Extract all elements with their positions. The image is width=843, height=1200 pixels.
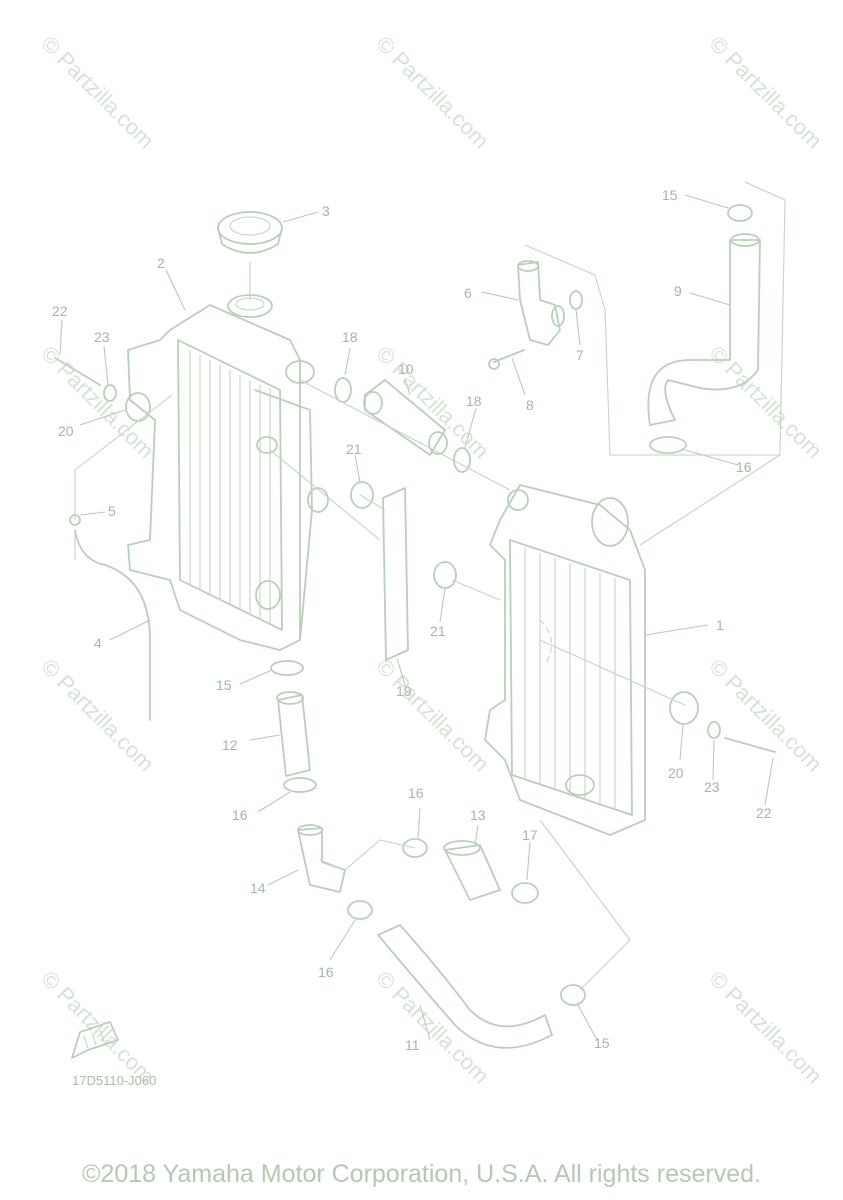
clamp bbox=[649, 436, 687, 454]
washer bbox=[103, 384, 117, 402]
callout-1: 1 bbox=[716, 617, 724, 633]
callout-7: 7 bbox=[576, 347, 584, 363]
collar bbox=[433, 561, 457, 589]
diagram-code: 17D5110-J060 bbox=[72, 1073, 156, 1088]
watermark: © Partzilla.com bbox=[36, 966, 159, 1089]
part-hose-13 bbox=[443, 840, 501, 901]
part-bolt-8 bbox=[488, 349, 525, 370]
grommet bbox=[669, 691, 699, 725]
clamp bbox=[511, 882, 539, 904]
callout-8: 8 bbox=[526, 397, 534, 413]
clamp bbox=[283, 777, 317, 793]
callout-11: 11 bbox=[405, 1037, 420, 1053]
callout-18: 18 bbox=[466, 393, 482, 409]
callout-16: 16 bbox=[736, 459, 752, 475]
callout-18: 18 bbox=[342, 329, 358, 345]
clamp bbox=[347, 900, 373, 920]
clamp bbox=[453, 447, 471, 473]
copyright-notice: ©2018 Yamaha Motor Corporation, U.S.A. A… bbox=[82, 1160, 761, 1188]
watermark: © Partzilla.com bbox=[36, 654, 159, 777]
callout-16: 16 bbox=[408, 785, 424, 801]
watermark: © Partzilla.com bbox=[704, 31, 827, 154]
callout-4: 4 bbox=[94, 635, 102, 651]
callout-9: 9 bbox=[674, 283, 682, 299]
part-elbow-14 bbox=[297, 824, 346, 893]
part-right-radiator bbox=[484, 484, 646, 836]
callout-5: 5 bbox=[108, 503, 116, 519]
watermark: © Partzilla.com bbox=[704, 654, 827, 777]
callout-21: 21 bbox=[346, 441, 362, 457]
callout-16: 16 bbox=[232, 807, 248, 823]
callout-15: 15 bbox=[594, 1035, 610, 1051]
callout-20: 20 bbox=[58, 423, 74, 439]
front-arrow-icon bbox=[71, 1021, 119, 1059]
clamp bbox=[727, 204, 753, 222]
watermark: © Partzilla.com bbox=[36, 31, 159, 154]
clamp bbox=[402, 838, 428, 858]
part-hose-11 bbox=[377, 924, 553, 1049]
callout-21: 21 bbox=[430, 623, 446, 639]
watermark: © Partzilla.com bbox=[371, 966, 494, 1089]
callout-13: 13 bbox=[470, 807, 486, 823]
callout-23: 23 bbox=[704, 779, 720, 795]
clamps bbox=[270, 204, 753, 1006]
callout-15: 15 bbox=[216, 677, 232, 693]
leader-lines bbox=[59, 194, 774, 1041]
watermark: © Partzilla.com bbox=[36, 341, 159, 464]
part-o-ring-7 bbox=[569, 290, 583, 310]
part-coolant-fitting bbox=[517, 260, 565, 346]
callout-6: 6 bbox=[464, 285, 472, 301]
callout-17: 17 bbox=[522, 827, 538, 843]
part-hose-12 bbox=[276, 691, 311, 777]
part-hose-10 bbox=[363, 379, 448, 456]
bolt bbox=[724, 737, 776, 753]
callout-2: 2 bbox=[157, 255, 165, 271]
washer bbox=[707, 721, 721, 739]
part-radiator-cap bbox=[217, 211, 283, 300]
watermark-layer: © Partzilla.com © Partzilla.com © Partzi… bbox=[36, 31, 827, 1089]
callout-19: 19 bbox=[396, 683, 412, 699]
callout-20: 20 bbox=[668, 765, 684, 781]
assembly-lines bbox=[74, 181, 786, 991]
callout-labels: 1 2 3 4 5 6 7 8 9 10 11 12 13 14 15 15 1… bbox=[52, 187, 772, 1053]
bolt bbox=[54, 357, 101, 386]
callout-3: 3 bbox=[322, 203, 330, 219]
callout-14: 14 bbox=[250, 880, 266, 896]
watermark: © Partzilla.com bbox=[371, 654, 494, 777]
part-hose-9 bbox=[647, 233, 761, 426]
watermark: © Partzilla.com bbox=[704, 966, 827, 1089]
callout-22: 22 bbox=[52, 303, 68, 319]
collar bbox=[350, 481, 374, 509]
watermark: © Partzilla.com bbox=[371, 31, 494, 154]
part-foam-19 bbox=[382, 487, 409, 661]
part-left-radiator bbox=[127, 294, 329, 651]
callout-23: 23 bbox=[94, 329, 110, 345]
callout-16: 16 bbox=[318, 964, 334, 980]
clamp bbox=[270, 660, 304, 676]
callout-10: 10 bbox=[398, 361, 414, 377]
callout-12: 12 bbox=[222, 737, 238, 753]
clamp bbox=[334, 377, 352, 403]
callout-22: 22 bbox=[756, 805, 772, 821]
callout-15: 15 bbox=[662, 187, 678, 203]
clamp bbox=[560, 984, 586, 1006]
